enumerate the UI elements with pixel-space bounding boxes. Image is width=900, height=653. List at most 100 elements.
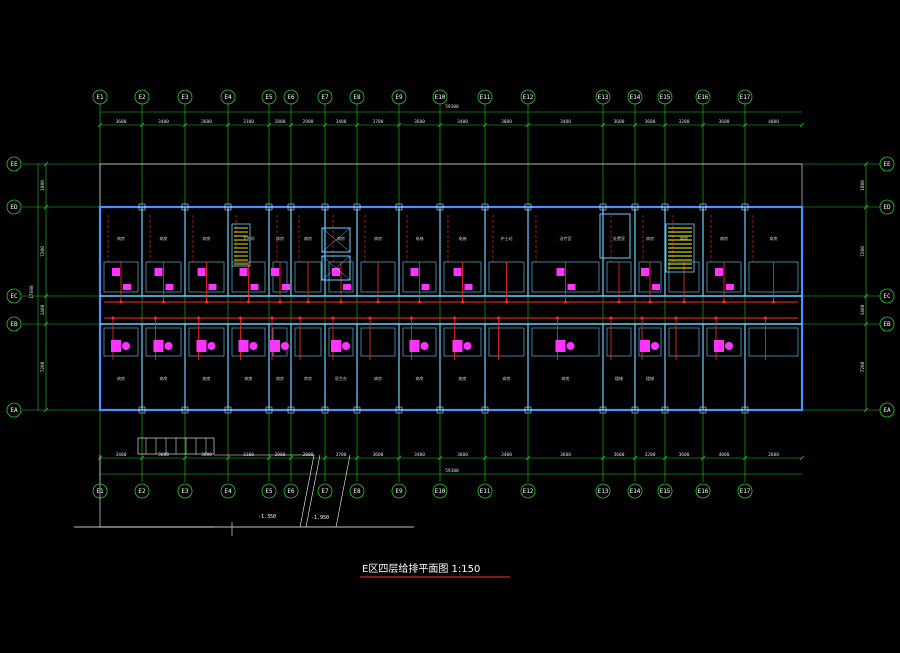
axis-label: E1 — [96, 488, 104, 495]
axis-label: E3 — [181, 488, 189, 495]
top-dimension-tick — [437, 122, 443, 128]
basin-fixture — [463, 342, 472, 350]
basin-fixture — [566, 342, 575, 350]
axis-bubble — [220, 89, 236, 105]
bathroom-south — [402, 327, 437, 357]
column — [524, 406, 532, 414]
axis-label: E3 — [181, 94, 189, 101]
pipe-node — [453, 316, 456, 320]
toilet-fixture — [453, 268, 462, 276]
bathroom-south — [188, 327, 225, 357]
basin-fixture — [342, 342, 350, 350]
top-dimension-tick — [662, 122, 668, 128]
axis-bubble — [879, 156, 895, 172]
pipe-node — [306, 300, 310, 304]
axis-label: E2 — [138, 488, 146, 495]
axis-bubble — [283, 483, 299, 499]
column — [353, 406, 361, 414]
pipe-node — [331, 316, 335, 320]
top-dimension-tick — [354, 122, 360, 128]
axis-label: E1 — [96, 94, 104, 101]
bottom-dimension-text: 3600 — [201, 452, 212, 458]
sink-fixture — [123, 284, 131, 290]
axis-label: E16 — [698, 94, 709, 101]
column — [481, 406, 489, 414]
axis-label: E11 — [480, 488, 491, 495]
axis-bubble — [6, 199, 22, 215]
pipe-node — [339, 300, 343, 304]
room-label: 病房 — [459, 375, 467, 381]
right-dimension-text: 7200 — [860, 246, 866, 257]
axis-label: E17 — [740, 488, 751, 495]
room-label: 电梯 — [416, 235, 424, 241]
toilet-fixture — [409, 340, 420, 352]
column — [599, 406, 607, 414]
bathroom-south — [531, 327, 600, 357]
axis-grid — [6, 89, 895, 499]
top-dimension-text: 3600 — [614, 119, 625, 125]
column — [265, 406, 273, 414]
elevator-shaft — [321, 255, 351, 281]
right-dimension-text: 1400 — [860, 304, 866, 315]
bathroom-south — [748, 327, 799, 357]
pipe-node — [722, 300, 726, 304]
basin-fixture — [249, 342, 258, 350]
toilet-fixture — [238, 340, 249, 352]
left-dimension-text: 7200 — [40, 246, 46, 257]
axis-label: E16 — [698, 488, 709, 495]
axis-bubble — [349, 89, 365, 105]
left-dimension-text: 7200 — [40, 361, 46, 372]
axis-label: E11 — [480, 94, 491, 101]
axis-bubble — [595, 89, 611, 105]
bathroom-south — [360, 327, 396, 357]
top-dimension-tick — [182, 122, 188, 128]
room-label: 病房 — [720, 235, 728, 241]
room-partitions: 病房病房病房病房病房病房卫生间病房病房病房病房库房病房医生办病房病房电梯病房电梯… — [103, 203, 799, 414]
pipe-node — [119, 300, 123, 304]
room-label: 病房 — [160, 375, 168, 381]
basin-fixture — [122, 342, 130, 350]
axis-label: E15 — [660, 94, 671, 101]
bottom-dimension-text: 3800 — [457, 452, 468, 458]
axis-bubble — [391, 483, 407, 499]
pipe-node — [197, 316, 200, 320]
axis-bubble — [657, 89, 673, 105]
axis-label: E15 — [660, 488, 671, 495]
column — [599, 203, 607, 211]
bottom-dimension-tick — [354, 455, 360, 461]
axis-label: E13 — [598, 94, 609, 101]
elevator-shaft — [321, 227, 351, 253]
room-label: 库房 — [304, 375, 312, 381]
building-outline — [98, 163, 804, 412]
elevation-note-1: -1.350 — [258, 514, 276, 520]
axis-bubble — [695, 89, 711, 105]
toilet-fixture — [556, 268, 565, 276]
bathroom-south — [294, 327, 322, 357]
basin-fixture — [420, 342, 429, 350]
axis-bubble — [879, 288, 895, 304]
column — [436, 406, 444, 414]
pipe-node — [674, 316, 678, 320]
top-dimension-text: 3600 — [719, 119, 730, 125]
pipe-node — [368, 316, 372, 320]
bathroom-south — [103, 327, 139, 357]
toilet-fixture — [197, 268, 206, 276]
basin-fixture — [725, 342, 733, 350]
toilet-fixture — [715, 268, 723, 276]
axis-label: EE — [883, 161, 891, 168]
top-dimension-text: 3100 — [243, 119, 254, 125]
bathroom-south — [638, 327, 662, 357]
axis-label: E12 — [523, 94, 534, 101]
top-dimension-text: 3400 — [457, 119, 468, 125]
ramp-outline — [305, 454, 321, 528]
bathroom-south — [668, 327, 700, 357]
axis-label: EB — [883, 321, 891, 328]
roof-outline — [99, 163, 803, 411]
bottom-dimension-text: 3400 — [414, 452, 425, 458]
top-dimension-text: 2900 — [303, 119, 314, 125]
bottom-dimension-tick — [139, 455, 145, 461]
column — [395, 203, 403, 211]
bottom-dimension-tick — [700, 455, 706, 461]
bottom-dimension-text: 3200 — [645, 452, 656, 458]
